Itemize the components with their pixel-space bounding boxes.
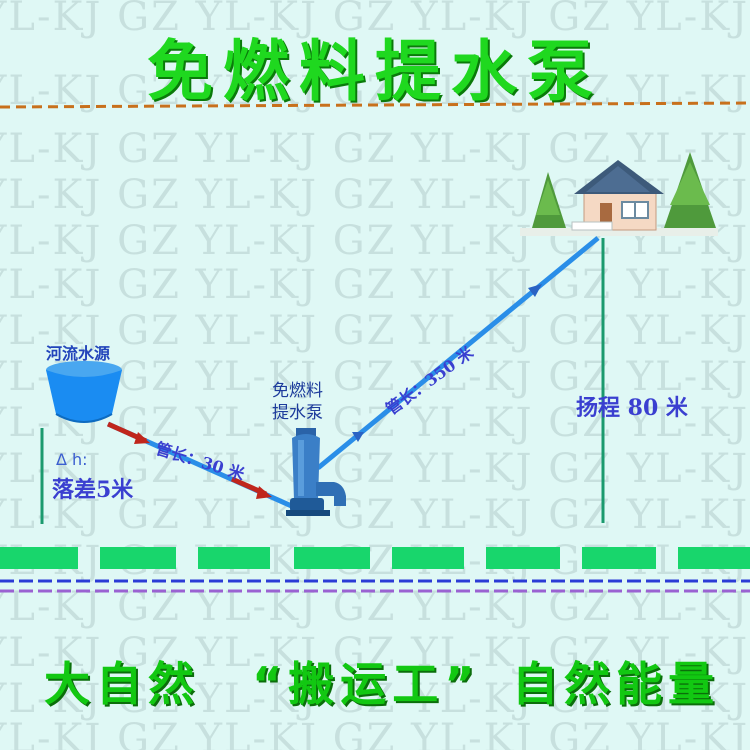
- drop-label: 落差5米: [52, 477, 134, 503]
- outlet-pipe: [316, 236, 600, 470]
- delta-h-label: Δ h:: [56, 450, 88, 469]
- pump-icon: [286, 428, 346, 516]
- pump-label: 免燃料 提水泵: [272, 380, 323, 424]
- pump-label-line2: 提水泵: [272, 403, 323, 423]
- inlet-pipe: [106, 421, 298, 511]
- slogan-left: 大自然: [44, 657, 200, 711]
- slogan-middle: “搬运工”: [252, 657, 481, 711]
- page-title: 免燃料提水泵: [147, 33, 603, 110]
- slogan-right: 自然能量: [512, 657, 720, 711]
- ground-stripe: [0, 547, 750, 569]
- header-divider: [0, 101, 750, 109]
- house-icon: [520, 152, 718, 236]
- water-source-icon: [46, 361, 122, 423]
- water-source-label: 河流水源: [46, 344, 111, 363]
- lift-head-label: 扬程 80 米: [576, 395, 688, 421]
- pump-label-line1: 免燃料: [272, 381, 323, 401]
